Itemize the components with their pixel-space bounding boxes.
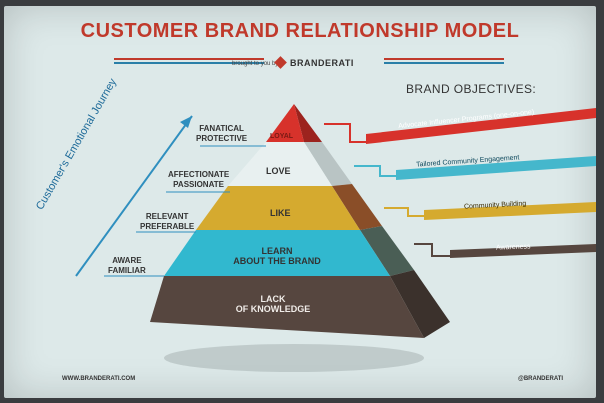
loyal-side-face [294, 104, 322, 142]
descriptor-relevant: RELEVANT [145, 212, 189, 221]
objective-bar-awareness [450, 244, 596, 258]
objective-bar-tailored [396, 156, 596, 180]
learn-front-face [164, 230, 390, 276]
descriptor-familiar: FAMILIAR [108, 266, 146, 275]
slide-title: CUSTOMER BRAND RELATIONSHIP MODEL [80, 20, 520, 42]
learn-line-1: LEARN [261, 246, 293, 256]
title-rule-right [384, 58, 504, 60]
level-learn-label: LEARN ABOUT THE BRAND [222, 246, 332, 266]
learn-descriptors: AWARE FAMILIAR [108, 256, 146, 276]
like-descriptors: RELEVANT PREFERABLE [140, 212, 194, 232]
level-like-label: LIKE [270, 208, 291, 218]
journey-arrow-line [75, 115, 193, 277]
title-rule-right-blue [384, 62, 504, 64]
love-side-face [304, 142, 352, 186]
descriptor-affectionate: AFFECTIONATE [168, 170, 230, 179]
objective-bar-advocate [366, 108, 596, 144]
footer-twitter: @BRANDERATI [518, 376, 564, 382]
love-descriptors: AFFECTIONATE PASSIONATE [168, 170, 229, 190]
footer-website: WWW.BRANDERATI.COM [62, 376, 136, 382]
like-side-face [332, 184, 382, 230]
title-rule-left-blue [114, 62, 264, 64]
lack-line-1: LACK [260, 294, 286, 304]
like-connector [384, 207, 424, 217]
objective-bar-community [424, 202, 596, 220]
descriptor-fanatical: FANATICAL [199, 124, 244, 133]
learn-side-face [360, 226, 414, 276]
objective-awareness-text: Awareness [495, 243, 531, 252]
level-love-label: LOVE [266, 166, 291, 176]
brand-name: BRANDERATI [290, 58, 354, 68]
journey-arrow-head [180, 116, 192, 128]
level-lack-label: LACK OF KNOWLEDGE [218, 294, 328, 314]
like-front-face [196, 186, 360, 230]
pyramid-diagram [75, 104, 596, 372]
descriptor-preferable: PREFERABLE [140, 222, 195, 231]
awareness-connector [414, 243, 450, 257]
loyal-descriptors: FANATICAL PROTECTIVE [196, 124, 247, 144]
descriptor-passionate: PASSIONATE [173, 180, 224, 189]
lack-line-2: OF KNOWLEDGE [235, 304, 311, 314]
lack-side-face [390, 270, 450, 338]
level-loyal-label: LOYAL [270, 133, 294, 140]
loyal-connector [324, 123, 366, 143]
love-front-face [228, 142, 332, 186]
brand-objectives-heading: BRAND OBJECTIVES: [406, 82, 537, 96]
descriptor-aware: AWARE [112, 256, 142, 265]
love-connector [354, 165, 396, 177]
pyramid-shadow [164, 344, 424, 372]
title-rule-left [114, 58, 264, 60]
byline: brought to you by [232, 61, 279, 67]
presentation-slide: CUSTOMER BRAND RELATIONSHIP MODEL brough… [4, 6, 596, 398]
descriptor-protective: PROTECTIVE [196, 134, 248, 143]
learn-line-2: ABOUT THE BRAND [233, 256, 321, 266]
loyal-front-face [266, 104, 304, 142]
lack-front-face [150, 276, 424, 338]
